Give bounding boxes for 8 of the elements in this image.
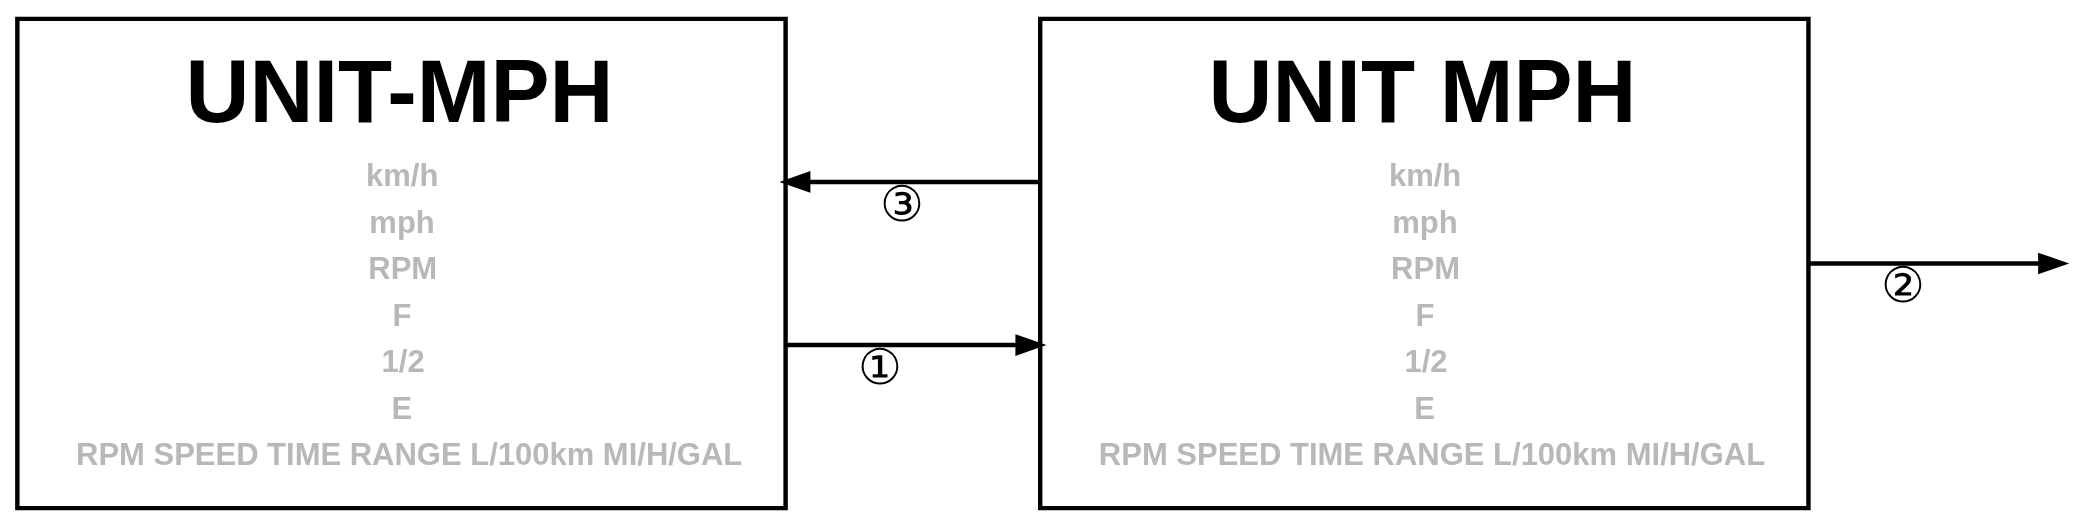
edge-label: ③ (879, 176, 924, 231)
arrow (779, 171, 1040, 193)
arrow (786, 334, 1047, 356)
node-box: UNIT MPH km/h mph RPM F 1/2 E RPM SPEED TIME RANGE L/100km MI/H/GAL (1038, 16, 1811, 511)
arrow (1809, 252, 2070, 275)
node-box: UNIT-MPH km/h mph RPM F 1/2 E RPM SPEED TIME RANGE L/100km MI/H/GAL (15, 16, 788, 511)
edge-label: ② (1880, 258, 1925, 313)
edge-label: ① (857, 340, 902, 395)
